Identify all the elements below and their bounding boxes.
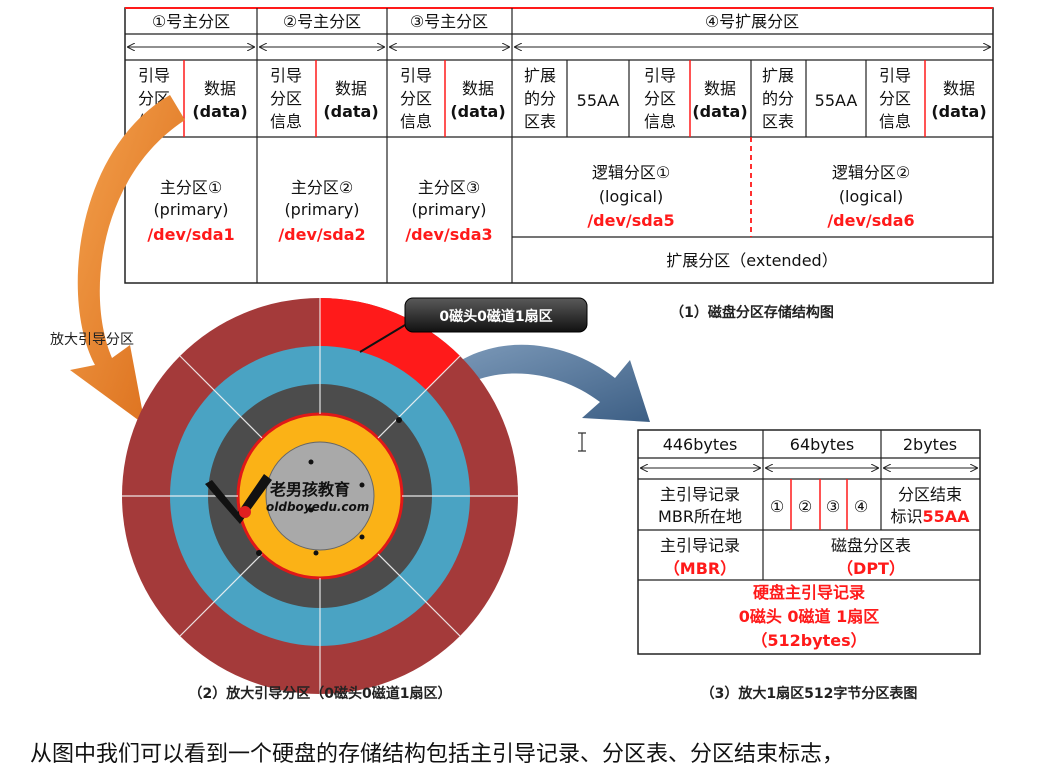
ext-table-text: 区表 [762,112,794,131]
zoom-arrow-orange [70,95,185,425]
size-header: 64bytes [790,435,854,454]
dpt-abbr: （DPT） [837,559,905,578]
table-frame [124,7,994,284]
boot-info-text: 分区 [644,89,676,108]
device-name: /dev/sda2 [278,225,365,244]
partition-label-3: ③号主分区 [410,12,488,31]
platter-hub [265,441,375,551]
data-text: 数据 [204,79,236,98]
diagram3-title: （3）放大1扇区512字节分区表图 [701,685,918,702]
partition-label-1: ①号主分区 [152,12,230,31]
svg-text:oldboyedu.com: oldboyedu.com [266,500,369,514]
head-dots [256,417,402,556]
end-mark-label: 分区结束 [898,485,962,504]
disk-platter: 老男孩教育 oldboyedu.com 0磁头0磁道1扇区 （2）放大引导分区（… [122,297,588,702]
boot-info-text: 分区 [270,89,302,108]
diagram1-title: （1）磁盘分区存储结构图 [670,304,834,321]
primary-type: (primary) [284,200,359,219]
partition-structure-table: ①号主分区 ②号主分区 ③号主分区 ④号扩展分区 引导 分区 信息 数据 (da… [124,7,994,321]
data-text: 数据 [462,79,494,98]
data-text: 数据 [943,79,975,98]
ext-table-text: 区表 [524,112,556,131]
end-mark-value: 标识55AA [890,507,970,526]
partition-slot: ② [798,497,812,516]
callout-pointer [359,324,406,353]
partition-label-4: ④号扩展分区 [705,12,799,31]
partition-slot: ③ [826,497,840,516]
boot-info-text: 引导 [270,66,302,85]
ext-table-text: 的分 [762,89,794,108]
device-name: /dev/sda6 [827,211,914,230]
sector-layout-table: 446bytes 64bytes 2bytes 主引导记录 MBR所在地 ① ②… [637,429,981,702]
boot-info-text: 分区 [400,89,432,108]
data-text: (data) [931,102,986,121]
device-name: /dev/sda1 [147,225,234,244]
mbr-location: MBR所在地 [658,507,742,526]
logical-name: 逻辑分区② [832,163,910,182]
extended-label: 扩展分区（extended） [666,251,837,270]
callout-text: 0磁头0磁道1扇区 [439,308,552,325]
boot-info-text: 引导 [138,66,170,85]
mbr-name: 主引导记录 [660,536,740,555]
primary-name: 主分区③ [418,178,480,197]
diagram2-title: （2）放大引导分区（0磁头0磁道1扇区） [189,685,452,702]
primary-type: (primary) [153,200,228,219]
callout-box [404,297,588,333]
logical-type: (logical) [839,187,903,206]
data-text: (data) [692,102,747,121]
boot-info-text: 信息 [400,112,432,131]
svg-text:老男孩教育: 老男孩教育 [269,480,350,499]
partition-label-2: ②号主分区 [283,12,361,31]
primary-type: (primary) [411,200,486,219]
caption-text: 从图中我们可以看到一个硬盘的存储结构包括主引导记录、分区表、分区结束标志， [30,742,845,767]
data-text: (data) [192,102,247,121]
logical-name: 逻辑分区① [592,163,670,182]
size-header: 2bytes [903,435,957,454]
text-cursor-icon [578,432,586,452]
device-name: /dev/sda3 [405,225,492,244]
mbr-location: 主引导记录 [660,485,740,504]
boot-info-text: 引导 [400,66,432,85]
logical-type: (logical) [599,187,663,206]
size-header: 446bytes [663,435,738,454]
signature-text: 55AA [815,91,858,110]
zoom-label: 放大引导分区 [50,332,134,348]
boot-info-text: 信息 [644,112,676,131]
dpt-name: 磁盘分区表 [831,536,911,555]
device-name: /dev/sda5 [587,211,674,230]
signature-text: 55AA [577,91,620,110]
ext-table-text: 扩展 [524,66,556,85]
summary-line: 0磁头 0磁道 1扇区 [739,607,880,626]
boot-info-text: 信息 [879,112,911,131]
data-text: 数据 [704,79,736,98]
data-text: 数据 [335,79,367,98]
sector-lines [122,298,518,694]
data-text: (data) [450,102,505,121]
boot-info-text: 引导 [644,66,676,85]
zoom-arrow-blue [430,344,650,422]
brand-logo: 老男孩教育 oldboyedu.com [205,474,369,524]
summary-line: 硬盘主引导记录 [753,583,865,602]
boot-info-text: 信息 [270,112,302,131]
primary-name: 主分区② [291,178,353,197]
data-text: (data) [323,102,378,121]
partition-slot: ① [770,497,784,516]
summary-line: （512bytes） [751,631,866,650]
boot-info-text: 分区 [879,89,911,108]
boot-info-text: 引导 [879,66,911,85]
partition-slot: ④ [854,497,868,516]
mbr-abbr: （MBR） [664,559,736,578]
ext-table-text: 的分 [524,89,556,108]
primary-name: 主分区① [160,178,222,197]
ext-table-text: 扩展 [762,66,794,85]
